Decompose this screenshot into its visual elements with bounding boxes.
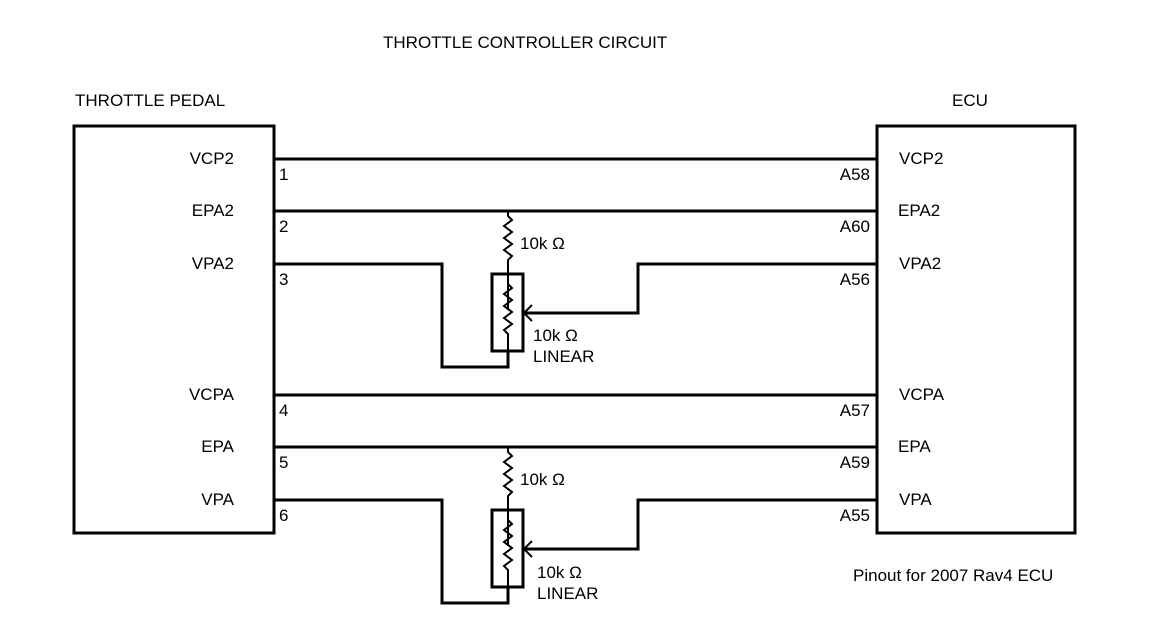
pedal-pin-number: 2 — [279, 217, 289, 236]
wiper-1-arrow — [522, 304, 533, 322]
pedal-pin-number: 4 — [279, 401, 289, 420]
wire-vpa-pedal — [274, 498, 510, 605]
pedal-pin-number: 5 — [279, 453, 289, 472]
potentiometer-1-element — [502, 283, 514, 351]
ecu-label: ECU — [952, 91, 988, 110]
ecu-pin-name: EPA — [898, 437, 931, 456]
pedal-pin-name: EPA — [201, 437, 234, 456]
ecu-pin-number: A57 — [839, 401, 870, 420]
ecu-pin-name: VCP2 — [899, 149, 944, 168]
diagram-title: THROTTLE CONTROLLER CIRCUIT — [383, 33, 668, 52]
ecu-pin-number: A56 — [839, 270, 870, 289]
ecu-pin-number: A58 — [839, 165, 870, 184]
ecu-box — [875, 124, 1077, 535]
ecu-pin-number: A55 — [839, 506, 870, 525]
ecu-pin-name: VPA2 — [899, 254, 942, 273]
ecu-pin-name: VCPA — [899, 385, 945, 404]
potentiometer-2-value: 10k Ω — [537, 563, 582, 582]
potentiometer-2-type: LINEAR — [537, 584, 599, 603]
pedal-pin-name: VPA — [201, 490, 234, 509]
throttle-pedal-box — [72, 124, 276, 535]
pedal-pin-name: VCP2 — [189, 149, 234, 168]
potentiometer-1-value: 10k Ω — [533, 326, 578, 345]
pedal-pin-name: VPA2 — [191, 254, 234, 273]
resistor-1-label: 10k Ω — [520, 234, 565, 253]
resistor-2-label: 10k Ω — [520, 470, 565, 489]
ecu-pin-number: A59 — [839, 453, 870, 472]
pedal-pin-number: 6 — [279, 506, 289, 525]
ecu-pin-name: VPA — [899, 490, 932, 509]
ecu-pinout-note: Pinout for 2007 Rav4 ECU — [853, 566, 1054, 585]
wire-vpa2-ecu — [524, 262, 877, 315]
pedal-pin-name: VCPA — [188, 385, 234, 404]
resistor-2-zigzag — [502, 447, 514, 546]
potentiometer-2-element — [502, 519, 514, 587]
wire-vpa-ecu — [524, 498, 877, 551]
pedal-pin-number: 3 — [279, 270, 289, 289]
wiper-2-arrow — [522, 540, 533, 558]
wire-vpa2-pedal — [274, 262, 510, 369]
pedal-pin-number: 1 — [279, 165, 289, 184]
pedal-pin-name: EPA2 — [191, 201, 234, 220]
ecu-pin-name: EPA2 — [898, 201, 941, 220]
throttle-pedal-label: THROTTLE PEDAL — [75, 91, 226, 110]
potentiometer-1-type: LINEAR — [533, 347, 595, 366]
ecu-pin-number: A60 — [839, 217, 870, 236]
resistor-1-zigzag — [502, 211, 514, 310]
